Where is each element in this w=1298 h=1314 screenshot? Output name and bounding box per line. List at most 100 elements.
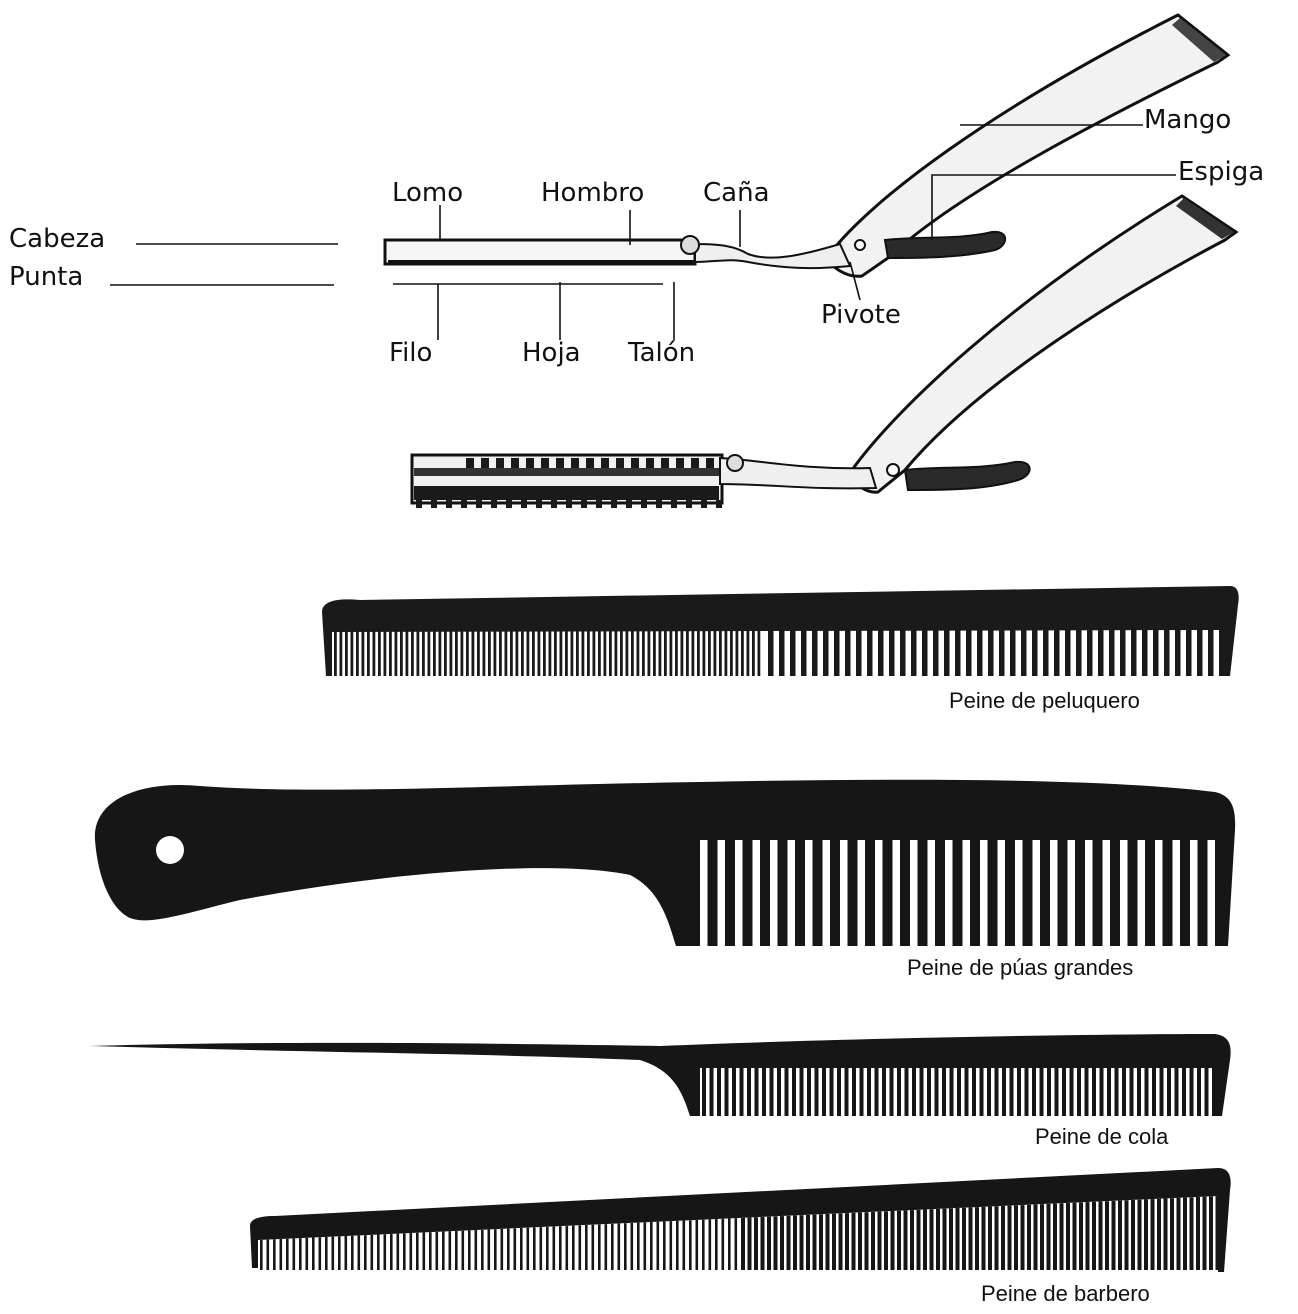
comb-tooth: [1198, 838, 1208, 946]
comb-tooth: [743, 838, 753, 946]
comb-tooth: [527, 630, 530, 676]
comb-tooth: [905, 1066, 909, 1116]
comb-tooth: [1058, 838, 1068, 946]
comb-tooth: [845, 1213, 849, 1270]
comb-tooth: [1164, 630, 1170, 676]
comb-tooth: [637, 630, 640, 676]
comb-tooth: [852, 1066, 856, 1116]
comb-tooth: [468, 1230, 471, 1270]
comb-tooth: [1122, 1066, 1126, 1116]
comb-tooth: [988, 630, 994, 676]
comb-tooth: [1120, 630, 1126, 676]
comb-tooth: [1144, 1199, 1148, 1270]
guard-tooth: [431, 500, 437, 508]
comb-tooth: [1115, 1066, 1119, 1116]
comb-tooth: [1118, 1201, 1122, 1270]
comb-tooth: [999, 630, 1005, 676]
comb-tooth: [416, 1233, 419, 1270]
comb-tooth: [1110, 838, 1120, 946]
comb-tooth: [747, 630, 750, 676]
guard-tooth: [491, 500, 497, 508]
comb-tooth: [988, 1207, 992, 1270]
comb-tooth: [922, 630, 928, 676]
comb-tooth: [1075, 838, 1085, 946]
comb-tooth: [717, 1066, 721, 1116]
comb-tooth: [702, 1066, 706, 1116]
comb-tooth: [631, 630, 634, 676]
guard-tooth: [626, 500, 632, 508]
comb-tooth: [406, 630, 409, 676]
comb-tooth: [1100, 1066, 1104, 1116]
guard-tooth: [716, 500, 722, 508]
comb-tooth: [615, 630, 618, 676]
comb-tooth: [576, 630, 579, 676]
comb-tooth: [507, 1229, 510, 1270]
comb-tooth: [1055, 1066, 1059, 1116]
comb-tooth: [585, 1225, 588, 1270]
comb-tooth: [1196, 1197, 1200, 1270]
label-talon: Talón: [628, 340, 695, 366]
comb-tooth: [970, 838, 980, 946]
comb-tooth: [397, 1234, 400, 1270]
comb-tooth: [1212, 1066, 1216, 1116]
comb-tooth: [867, 1066, 871, 1116]
comb-tooth: [708, 838, 718, 946]
comb-tooth: [631, 1223, 634, 1270]
comb-tooth: [560, 630, 563, 676]
comb-tooth: [1208, 630, 1214, 676]
comb-tooth: [1040, 1204, 1044, 1270]
comb-tooth: [1152, 1066, 1156, 1116]
comb-tooth: [830, 838, 840, 946]
comb-tooth: [935, 1066, 939, 1116]
comb-tooth: [384, 1234, 387, 1270]
comb-tooth: [1047, 1204, 1051, 1270]
comb-tooth: [579, 1225, 582, 1270]
comb-tooth: [1032, 1066, 1036, 1116]
comb-tooth: [428, 630, 431, 676]
comb-tooth: [830, 1066, 834, 1116]
comb-tooth: [812, 630, 818, 676]
comb-tooth: [933, 630, 939, 676]
comb-peluquero-teeth: [334, 630, 1225, 676]
comb-tooth: [604, 630, 607, 676]
comb-tooth: [362, 630, 365, 676]
comb-tooth: [582, 630, 585, 676]
comb-tooth: [364, 1235, 367, 1270]
comb-tooth: [792, 1066, 796, 1116]
comb-tooth: [852, 1213, 856, 1270]
comb-tooth: [980, 1066, 984, 1116]
guard-tooth: [446, 500, 452, 508]
comb-tooth: [813, 1215, 817, 1270]
comb-tooth: [732, 1066, 736, 1116]
comb-tooth: [648, 630, 651, 676]
comb-tooth: [683, 1221, 686, 1270]
comb-tooth: [1002, 1066, 1006, 1116]
comb-tooth: [1180, 838, 1190, 946]
comb-tooth: [975, 1207, 979, 1270]
comb-tooth: [904, 1210, 908, 1270]
comb-tooth: [280, 1239, 283, 1270]
comb-tooth: [450, 630, 453, 676]
caption-peine-barbero: Peine de barbero: [981, 1283, 1150, 1305]
comb-tooth: [889, 630, 895, 676]
comb-tooth: [449, 1231, 452, 1270]
caption-peine-puas-grandes: Peine de púas grandes: [907, 957, 1133, 979]
comb-tooth: [944, 630, 950, 676]
guard-tooth: [671, 500, 677, 508]
comb-tooth: [708, 630, 711, 676]
guard-tooth: [686, 500, 692, 508]
comb-tooth: [371, 1235, 374, 1270]
comb-tooth: [1128, 838, 1138, 946]
comb-tooth: [900, 630, 906, 676]
guard-notch: [586, 458, 594, 468]
comb-tooth: [351, 630, 354, 676]
comb-tooth: [675, 630, 678, 676]
comb-tooth: [1182, 1066, 1186, 1116]
comb-tooth: [442, 1232, 445, 1270]
comb-tooth: [1054, 630, 1060, 676]
comb-tooth: [815, 1066, 819, 1116]
comb-tooth: [1137, 1066, 1141, 1116]
comb-tooth: [714, 630, 717, 676]
razor-shank: [695, 244, 850, 268]
comb-tooth: [571, 630, 574, 676]
